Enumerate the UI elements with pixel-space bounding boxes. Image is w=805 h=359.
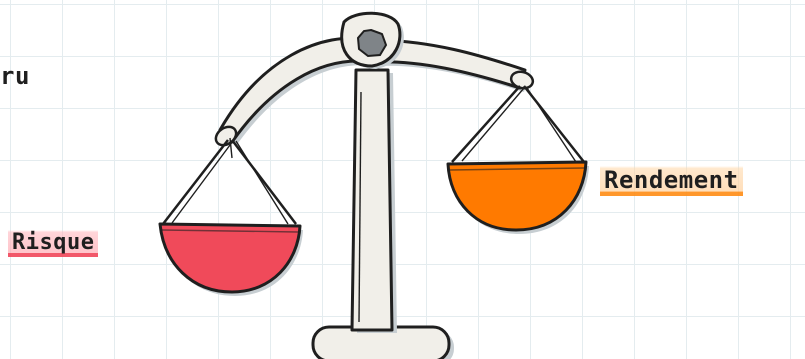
partial-label-text: ru bbox=[0, 62, 30, 90]
return-pan bbox=[448, 162, 589, 234]
return-pan-strings bbox=[452, 86, 584, 162]
scale-pillar bbox=[352, 70, 397, 333]
partial-label: ru bbox=[0, 62, 30, 90]
risk-pan bbox=[160, 224, 303, 296]
risk-label-text: Risque bbox=[8, 230, 98, 257]
risk-label: Risque bbox=[8, 230, 98, 255]
return-label-text: Rendement bbox=[600, 166, 743, 196]
return-label: Rendement bbox=[600, 166, 743, 194]
risk-pan-strings bbox=[163, 138, 296, 224]
